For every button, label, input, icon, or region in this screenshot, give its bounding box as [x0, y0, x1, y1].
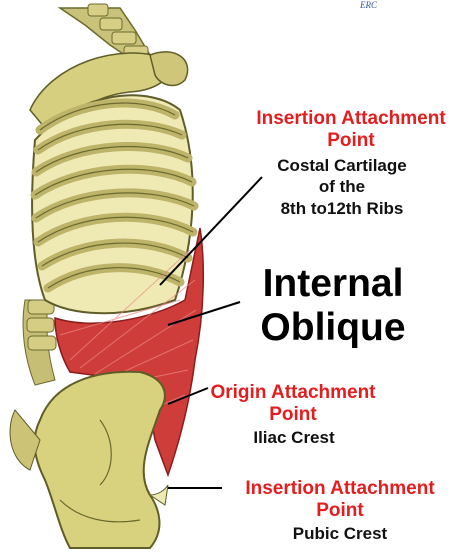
insertion-top-title: Insertion Attachment Point — [256, 108, 446, 152]
pointer-lines — [159, 176, 263, 489]
insertion-costal-pointer — [159, 176, 263, 286]
origin-text: Iliac Crest — [253, 428, 335, 447]
insertion-bottom-text: Pubic Crest — [292, 524, 388, 543]
rib-cage — [30, 94, 199, 315]
insertion-top-text-1: Costal Cartilage — [277, 156, 407, 175]
insertion-top-text-2: of the — [318, 177, 366, 196]
pelvis — [9, 370, 169, 549]
insertion-bottom-title: Insertion Attachment Point — [245, 478, 435, 522]
muscle-name-pointer — [167, 301, 241, 326]
origin-title: Origin Attachment Point — [210, 382, 376, 426]
corner-watermark: ERC — [360, 0, 377, 10]
origin-pointer — [167, 387, 209, 405]
insertion-top-text-3: 8th to12th Ribs — [280, 199, 404, 218]
vertebral-column — [22, 3, 152, 386]
muscle-name-line-1: Internal — [262, 262, 404, 305]
muscle-name-line-2: Oblique — [260, 306, 406, 349]
